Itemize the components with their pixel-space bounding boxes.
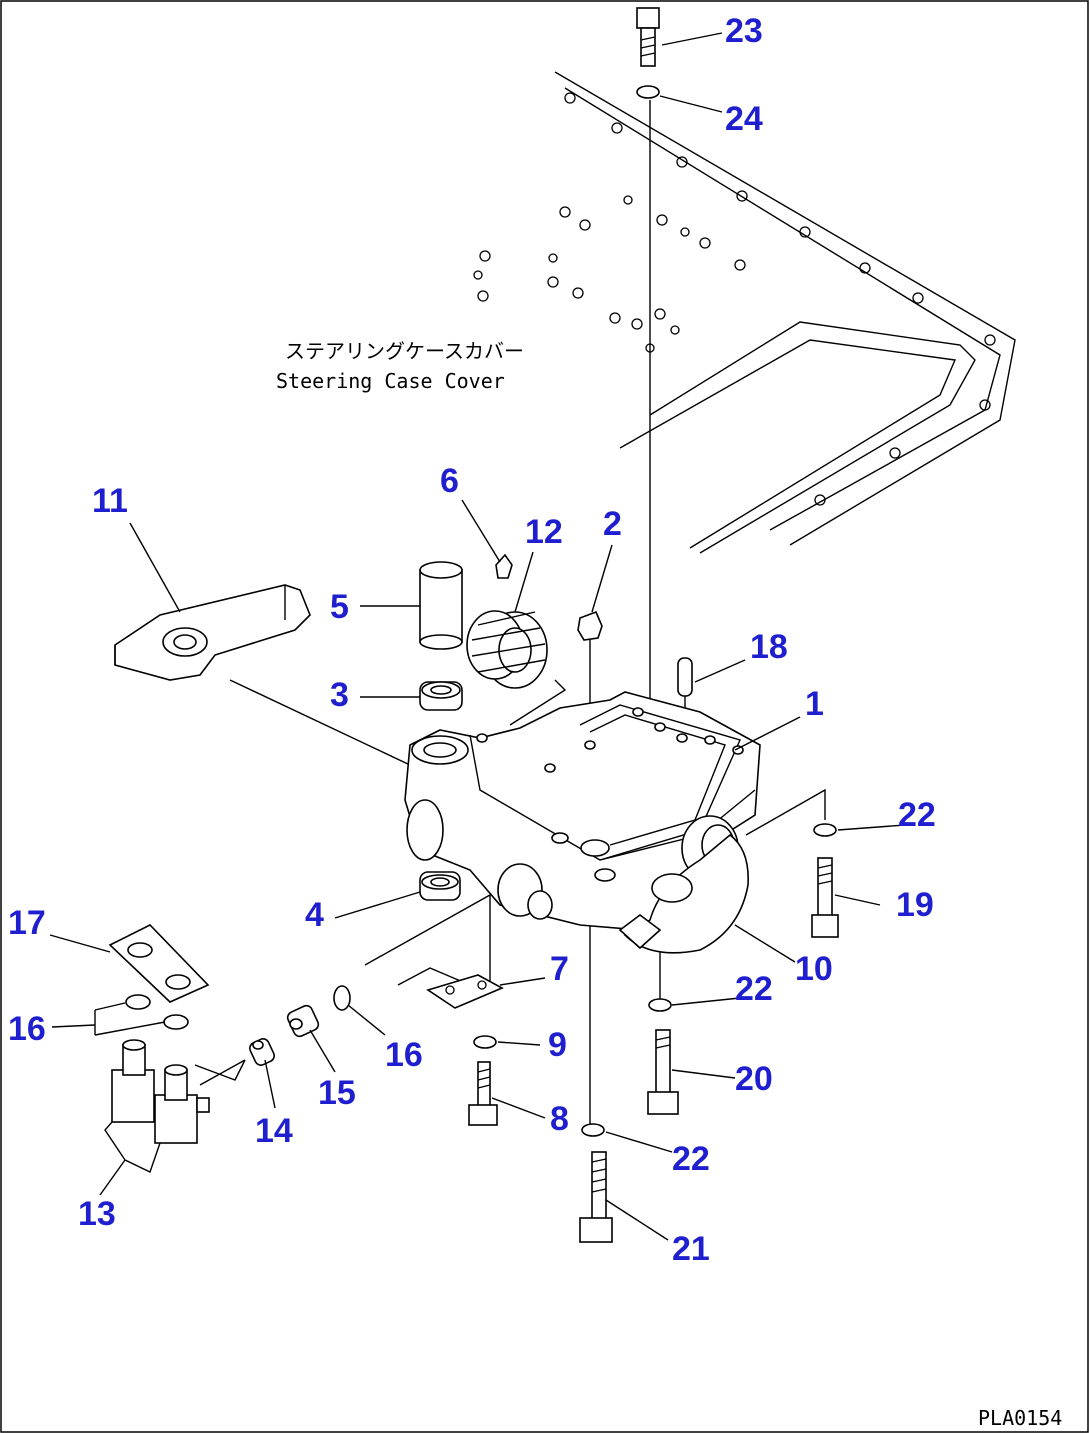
callout-22-middle: 22 [735,970,773,1008]
callout-11: 11 [92,482,128,520]
fitting-14 [249,1038,275,1066]
callout-6: 6 [440,462,459,500]
steering-case-cover: ステアリングケースカバー Steering Case Cover [276,71,1016,554]
arm-10 [618,833,749,954]
callout-23: 23 [725,12,763,50]
callout-5: 5 [330,588,349,626]
callout-10: 10 [795,950,833,988]
washer-9 [473,1035,497,1049]
cover-label-jp: ステアリングケースカバー [285,339,524,363]
callout-13: 13 [78,1195,116,1233]
bearing-4 [419,871,461,901]
fitting-15 [286,1004,320,1038]
callout-18: 18 [750,628,788,666]
callout-15: 15 [318,1074,356,1112]
callout-24: 24 [725,100,763,138]
bolt-19 [811,857,839,938]
callout-22-lower: 22 [672,1140,710,1178]
callout-20: 20 [735,1060,773,1098]
callout-21: 21 [672,1230,710,1268]
callout-9: 9 [548,1026,567,1064]
callout-17: 17 [8,904,46,942]
cover-label-en: Steering Case Cover [276,369,505,393]
cover-bolt-holes [473,92,996,506]
washer-22-middle [648,998,672,1012]
dowel-pin-18 [677,657,693,697]
boot-12 [466,610,548,689]
bolt-23 [636,7,660,67]
o-ring-16-left [94,994,189,1036]
valve-13 [104,1039,210,1173]
washer-22-upper [813,823,837,837]
fitting-2 [577,610,603,641]
pin-5 [419,561,463,650]
callout-19: 19 [896,886,934,924]
callout-2: 2 [603,505,622,543]
callout-16-right: 16 [385,1036,423,1074]
callout-12: 12 [525,513,563,551]
bolt-20 [647,1029,679,1115]
o-ring-16-right [333,985,351,1011]
callout-14: 14 [255,1112,293,1150]
washer-22-lower [581,1123,605,1137]
leader-lines [49,32,906,1241]
washer-24 [636,85,660,99]
bearing-3 [419,681,463,711]
callout-7: 7 [550,950,569,988]
callout-16-left: 16 [8,1010,46,1048]
callout-8: 8 [550,1100,569,1138]
callout-3: 3 [330,676,349,714]
plate-17 [108,924,210,1003]
callout-4: 4 [305,896,324,934]
drawing-code: PLA0154 [978,1406,1062,1430]
plate-7 [426,974,504,1009]
callout-22-upper: 22 [898,796,936,834]
bolt-21 [579,1151,613,1243]
arm-11 [114,584,311,681]
bolt-8 [468,1061,498,1126]
callouts: 23 24 11 6 12 2 5 18 3 1 22 19 4 10 17 7… [8,12,936,1268]
callout-1: 1 [805,685,824,723]
